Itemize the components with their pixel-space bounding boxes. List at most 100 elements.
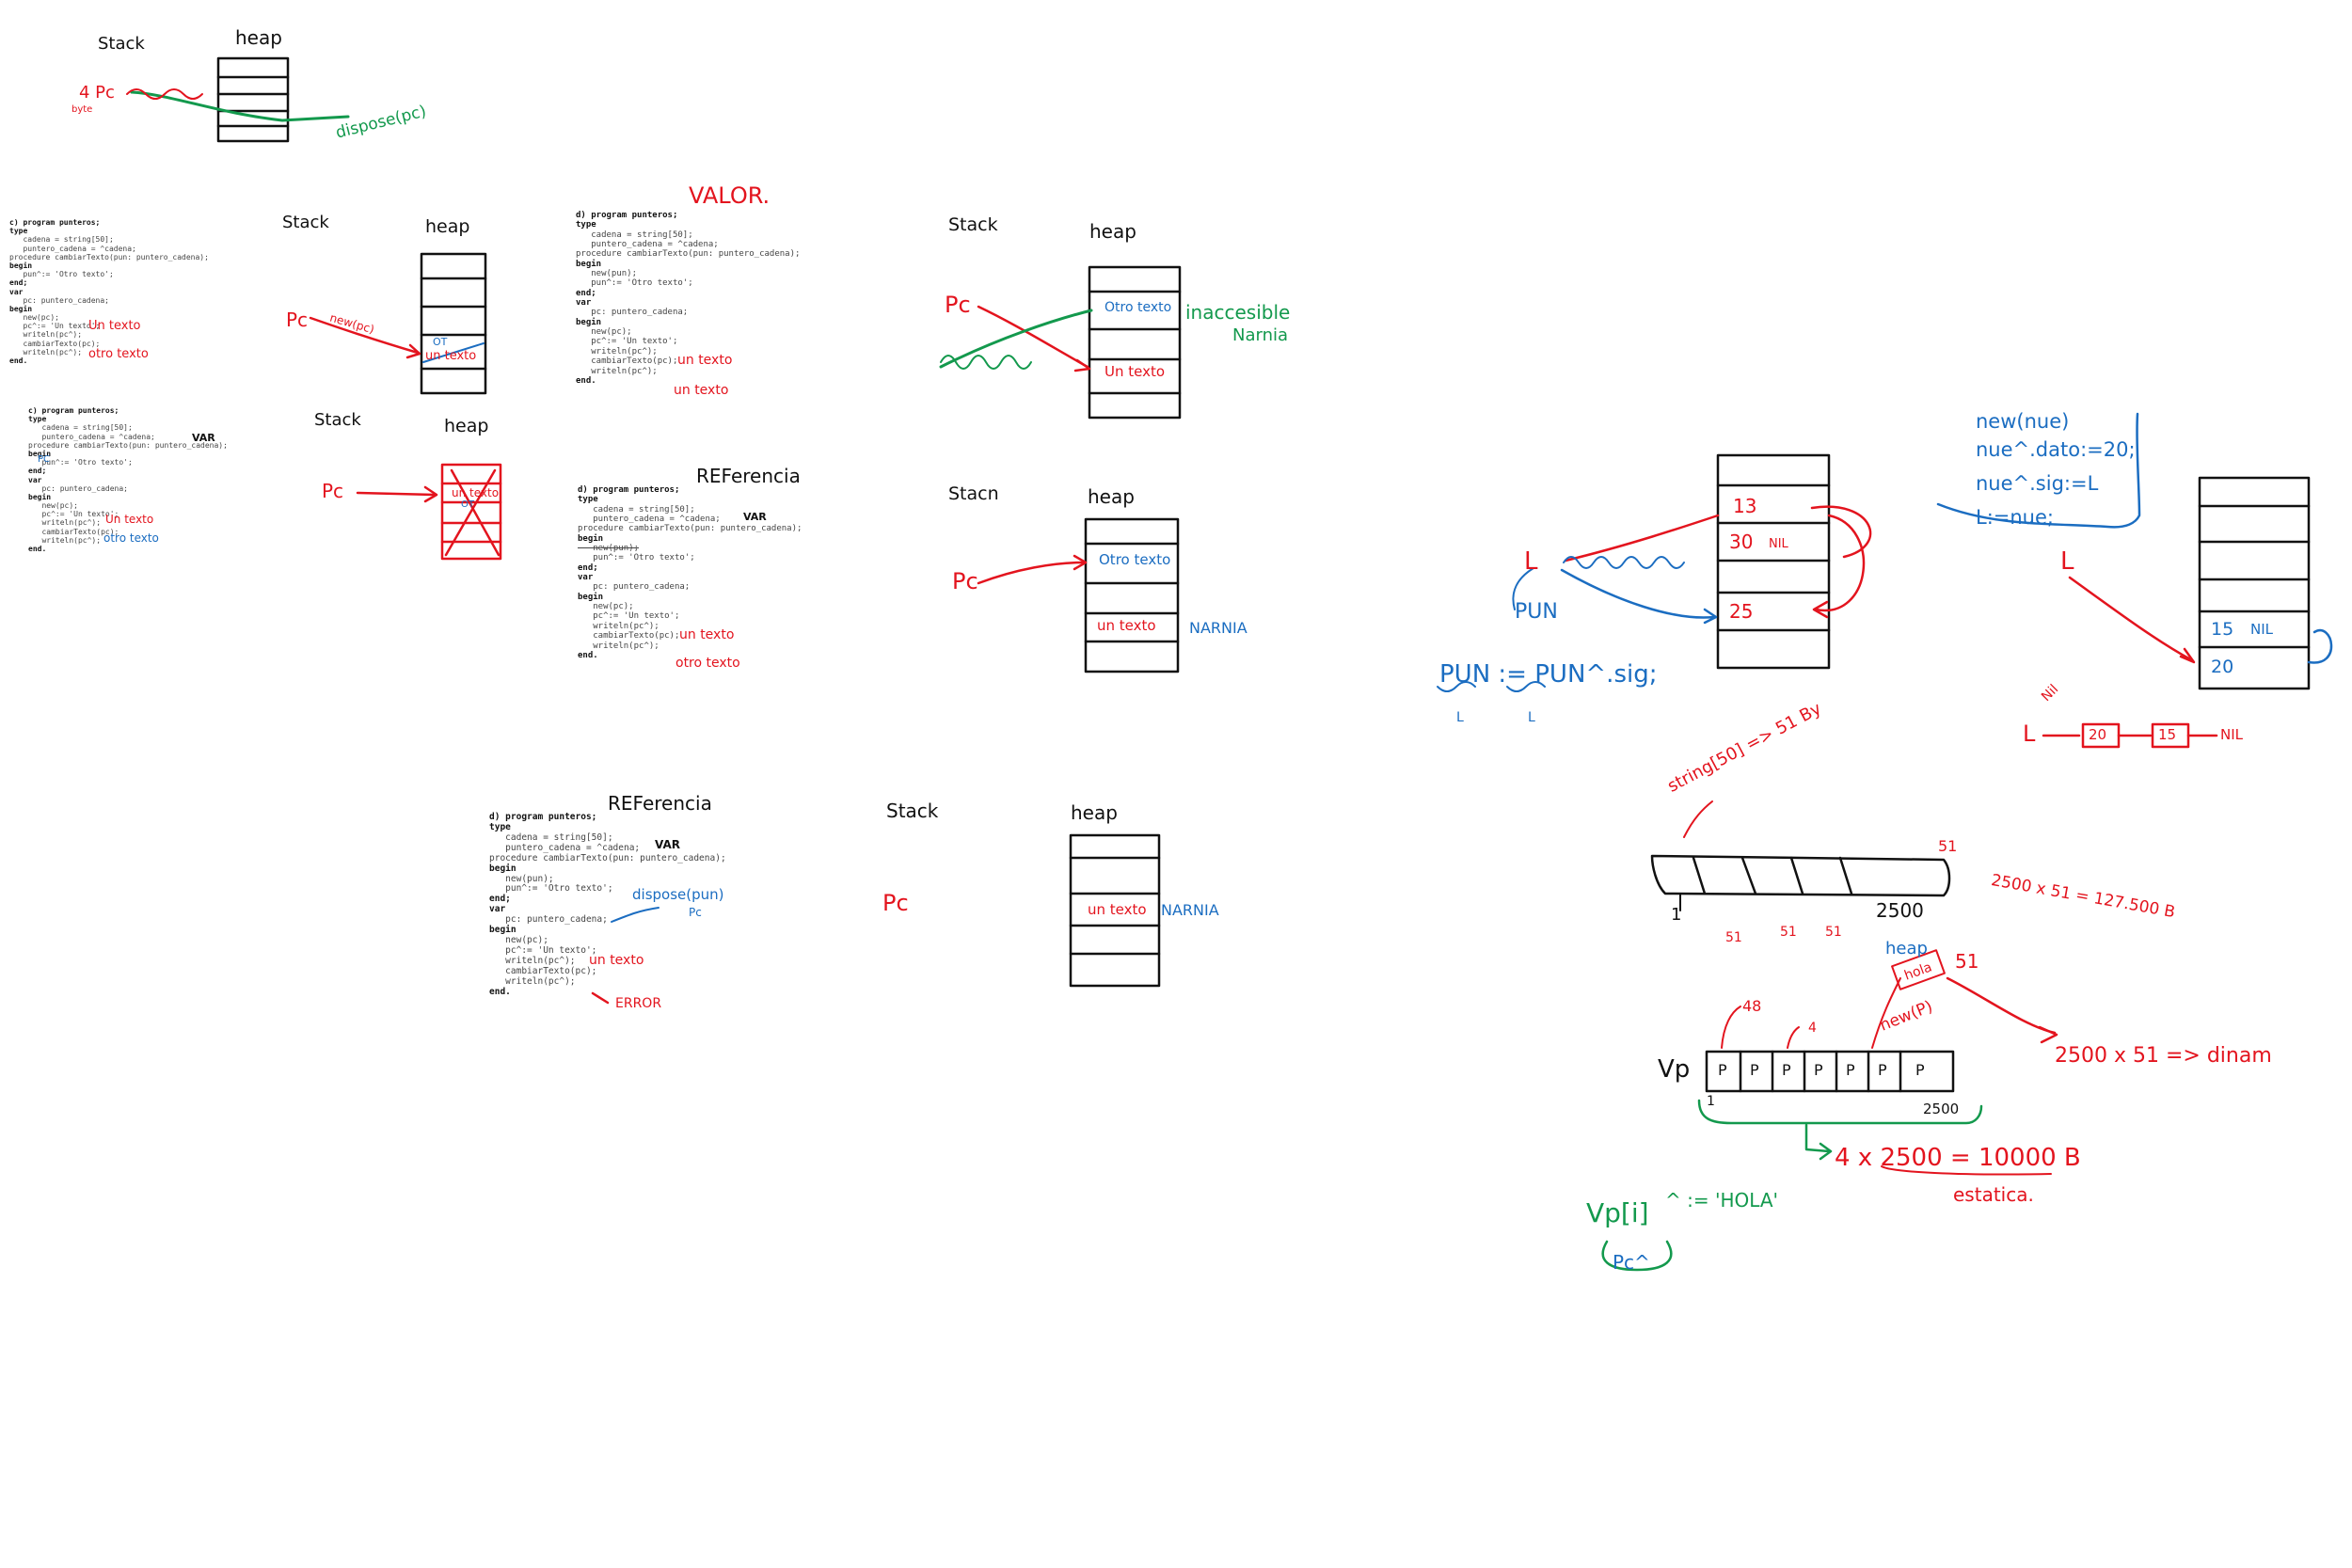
note-dispose-pun: dispose(pun) bbox=[632, 886, 724, 903]
strike-c bbox=[422, 342, 485, 363]
code-block-c1: c) program punteros;type cadena = string… bbox=[9, 218, 209, 365]
hola-box bbox=[1891, 949, 1946, 990]
list-code-3: L:=nue; bbox=[1976, 506, 2054, 529]
chain-15: 15 bbox=[2158, 726, 2177, 743]
note-var-referencia: VAR bbox=[743, 511, 767, 523]
vp-cell-6: P bbox=[1915, 1061, 1925, 1079]
label-stack-referencia-2: Stack bbox=[886, 800, 939, 822]
label-stack-referencia: Stacn bbox=[948, 483, 999, 504]
cell-20: 20 bbox=[2211, 657, 2234, 677]
pun-assign-l1: L bbox=[1456, 710, 1464, 725]
cell-un-texto-valor: Un texto bbox=[1104, 363, 1166, 380]
green-bracket-vp bbox=[1697, 1099, 1983, 1125]
label-byte: byte bbox=[72, 104, 93, 115]
vp-cell-4: P bbox=[1846, 1061, 1855, 1079]
vp-cell-5: P bbox=[1878, 1061, 1887, 1079]
note-48: 48 bbox=[1742, 997, 1762, 1015]
vp-cell-0: P bbox=[1718, 1061, 1727, 1079]
cell-13: 13 bbox=[1733, 495, 1757, 517]
label-L-list: L bbox=[1524, 547, 1538, 576]
title-valor: VALOR. bbox=[689, 182, 771, 209]
heap-box-valor bbox=[1088, 265, 1182, 420]
code-block-referencia-2: d) program punteros;type cadena = string… bbox=[489, 812, 726, 997]
note-pc-c2: PC bbox=[38, 454, 51, 465]
cell-otro-texto-valor: Otro texto bbox=[1104, 300, 1172, 315]
arrow-to-dinam bbox=[1946, 976, 2057, 1035]
label-narnia-referencia: NARNIA bbox=[1189, 619, 1248, 637]
cell-30: 30 bbox=[1729, 531, 1754, 553]
title-referencia: REFerencia bbox=[696, 465, 801, 487]
label-pc-valor: Pc bbox=[945, 292, 971, 318]
note-dinam: 2500 x 51 => dinam bbox=[2055, 1044, 2272, 1068]
arrow-pc-c bbox=[309, 316, 420, 355]
label-heap-red: heap bbox=[444, 416, 489, 436]
array-under-1: 51 bbox=[1725, 930, 1742, 945]
array-under-2: 51 bbox=[1780, 925, 1797, 940]
cell-otro-texto-referencia: Otro texto bbox=[1099, 551, 1171, 568]
cell-nil-right: NIL bbox=[2250, 621, 2274, 638]
label-estatica: estatica. bbox=[1953, 1183, 2034, 1206]
note-pc-referencia-2: Pc bbox=[689, 906, 702, 919]
arrow-pc-red bbox=[356, 491, 437, 497]
label-stack-red: Stack bbox=[314, 410, 361, 430]
label-pc-red: Pc bbox=[322, 480, 344, 502]
list-code-0: new(nue) bbox=[1976, 410, 2070, 433]
label-pc-c: Pc bbox=[286, 309, 309, 331]
note-error-referencia-2: ERROR bbox=[615, 996, 662, 1011]
blue-scribble-L bbox=[1563, 556, 1685, 569]
label-heap-referencia-2: heap bbox=[1071, 801, 1118, 824]
vp-assign-pc: Pc^ bbox=[1613, 1251, 1650, 1274]
heap-box-c bbox=[420, 252, 487, 395]
note-un-texto-valor-2: un texto bbox=[674, 383, 729, 398]
label-stack-valor: Stack bbox=[948, 214, 998, 235]
cell-un-texto-referencia-2: un texto bbox=[1088, 901, 1147, 918]
vp-cell-2: P bbox=[1782, 1061, 1791, 1079]
list-code-1: nue^.dato:=20; bbox=[1976, 438, 2136, 461]
note-otro-texto-c1: otro texto bbox=[88, 347, 149, 361]
pun-assign-l2: L bbox=[1528, 710, 1535, 725]
heap-box-referencia bbox=[1084, 517, 1180, 673]
title-referencia-2: REFerencia bbox=[608, 792, 712, 815]
vp-end-index: 2500 bbox=[1923, 1101, 1960, 1117]
array-under-3: 51 bbox=[1825, 925, 1842, 940]
heap-box-top-left bbox=[216, 56, 290, 143]
label-stack-top: Stack bbox=[98, 34, 145, 54]
array-end-index: 2500 bbox=[1876, 899, 1924, 922]
cell-un-texto-referencia: un texto bbox=[1097, 617, 1156, 634]
label-narnia-valor: Narnia bbox=[1232, 325, 1289, 345]
blue-brace-list-code bbox=[1936, 412, 2141, 529]
arrow-pun-to-25 bbox=[1560, 568, 1716, 619]
note-un-texto-valor: un texto bbox=[677, 353, 733, 368]
note-51-array: 51 bbox=[1938, 837, 1958, 855]
node-chain bbox=[2042, 722, 2218, 749]
red-link-30-25 bbox=[1814, 514, 1866, 612]
green-arrow-valor bbox=[939, 309, 1093, 369]
note-var-c2: VAR bbox=[192, 432, 215, 444]
red-link-13-30 bbox=[1810, 505, 1872, 559]
note-un-texto-referencia: un texto bbox=[679, 627, 735, 642]
label-heap-c: heap bbox=[425, 216, 470, 237]
note-otro-texto-c2: otro texto bbox=[103, 531, 159, 545]
arrow-L-to-13 bbox=[1564, 514, 1720, 562]
array-vp bbox=[1705, 1050, 1955, 1093]
cell-25: 25 bbox=[1729, 600, 1754, 623]
arrow-pc-referencia bbox=[977, 561, 1086, 585]
chain-20: 20 bbox=[2089, 726, 2107, 743]
code-block-valor: d) program punteros;type cadena = string… bbox=[576, 211, 801, 386]
label-un-texto-red: un texto bbox=[452, 486, 500, 499]
label-ot-red: OT bbox=[461, 499, 474, 510]
label-vp: Vp bbox=[1658, 1055, 1691, 1084]
label-L-list-right: L bbox=[2060, 547, 2074, 576]
list-code-2: nue^.sig:=L bbox=[1976, 472, 2099, 495]
label-heap-valor: heap bbox=[1089, 220, 1136, 243]
label-4pc: 4 Pc bbox=[79, 83, 115, 103]
pun-assign: PUN := PUN^.sig; bbox=[1439, 660, 1658, 689]
green-scribble-valor bbox=[940, 355, 1032, 370]
chain-nil: NIL bbox=[2220, 726, 2244, 743]
arrow-L-to-20 bbox=[2068, 576, 2194, 662]
heap-box-red bbox=[440, 463, 502, 561]
label-pun: PUN bbox=[1515, 600, 1558, 624]
code-block-referencia: d) program punteros;type cadena = string… bbox=[578, 485, 803, 660]
label-un-texto-c: un texto bbox=[425, 349, 477, 363]
